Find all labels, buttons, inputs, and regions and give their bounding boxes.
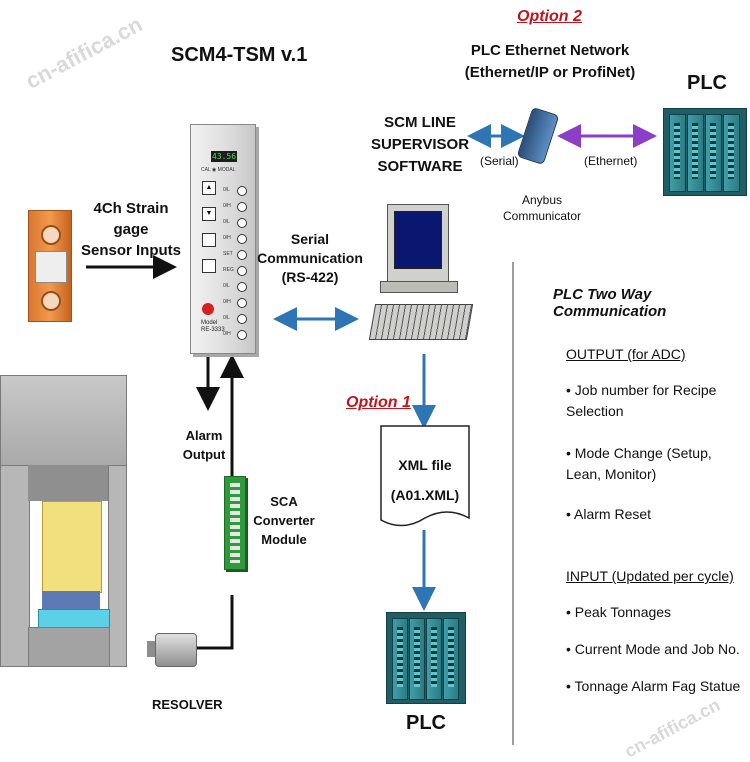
alarm-output-label: Alarm Output — [182, 428, 226, 462]
resolver — [147, 633, 197, 667]
serial-label: (Serial) — [480, 154, 519, 168]
xml-file-label: XML file (A01.XML) — [390, 457, 460, 503]
device-led-row: 0/L — [223, 215, 253, 231]
ethernet-label: (Ethernet) — [584, 154, 638, 168]
monitor-screen — [394, 211, 442, 269]
device-led-row: REG — [223, 263, 253, 279]
plc-module — [705, 114, 722, 192]
anybus-label: Anybus Communicator — [502, 193, 582, 223]
device-led-label: 0/L — [223, 315, 230, 321]
device-led-label: 0/H — [223, 331, 231, 337]
device-led-label: REG — [223, 267, 234, 273]
device-logo — [202, 303, 214, 315]
output-item: • Job number for Recipe Selection — [566, 382, 717, 419]
device-led-row: 0/H — [223, 199, 253, 215]
device-led-label: 0/H — [223, 203, 231, 209]
device-model-label: Model — [201, 320, 218, 326]
device-down-button[interactable]: ▼ — [202, 207, 216, 221]
plc-top-label: PLC — [687, 72, 727, 94]
device-led-icon — [237, 202, 247, 212]
device-model-number: RE-3333 — [201, 327, 225, 333]
plc-module — [723, 114, 740, 192]
device-led-icon — [237, 234, 247, 244]
serial-communication-label: Serial Communication (RS-422) — [257, 231, 363, 285]
device-title: SCM4-TSM v.1 — [171, 44, 308, 66]
monitor — [387, 204, 449, 282]
plc-module — [409, 618, 425, 700]
output-item: • Alarm Reset — [566, 506, 652, 522]
output-heading: OUTPUT (for ADC) — [566, 346, 686, 362]
output-item: • Mode Change (Setup, Lean, Monitor) — [566, 445, 712, 482]
device-sel-button[interactable] — [202, 233, 216, 247]
device-led-icon — [237, 314, 247, 324]
device-led-row: 0/H — [223, 231, 253, 247]
device-led-row: 0/L — [223, 311, 253, 327]
device-led-label: SET — [223, 251, 233, 257]
plc-comm-title: PLC Two Way Communication — [553, 286, 667, 320]
plc-module — [443, 618, 459, 700]
strain-gage-sensor — [28, 210, 72, 322]
device-led-icon — [237, 298, 247, 308]
plc-module — [426, 618, 442, 700]
plc-module — [687, 114, 704, 192]
input-heading: INPUT (Updated per cycle) — [566, 568, 734, 584]
resolver-cable — [195, 595, 234, 650]
device-display: 43.56 — [211, 151, 237, 162]
device-led-icon — [237, 186, 247, 196]
device-legend: CAL ◉ MODAL — [201, 167, 236, 173]
device-led-label: 0/L — [223, 219, 230, 225]
input-item: • Tonnage Alarm Fag Statue — [566, 678, 741, 694]
plc-module — [392, 618, 408, 700]
device-up-button[interactable]: ▲ — [202, 181, 216, 195]
keyboard — [368, 304, 474, 340]
plc-bottom — [386, 612, 466, 704]
press-machine — [0, 375, 127, 667]
device-led-row: 0/L — [223, 279, 253, 295]
device-led-icon — [237, 282, 247, 292]
plc-top — [663, 108, 747, 196]
device-led-column: 0/L 0/H 0/L 0/H SET REG 0/L 0/H 0/L 0/H — [223, 183, 253, 343]
converter-label: SCA Converter Module — [253, 494, 315, 547]
device-led-label: 0/H — [223, 299, 231, 305]
device-led-icon — [237, 266, 247, 276]
software-label: SCM LINE SUPERVISOR SOFTWARE — [370, 114, 470, 175]
sensor-inputs-label: 4Ch Strain gage Sensor Inputs — [80, 200, 181, 259]
device-led-row: 0/L — [223, 183, 253, 199]
device-ent-button[interactable] — [202, 259, 216, 273]
plc-bottom-label: PLC — [406, 712, 446, 734]
device-led-row: 0/H — [223, 327, 253, 343]
input-item: • Peak Tonnages — [566, 604, 672, 620]
resolver-label: RESOLVER — [152, 697, 223, 712]
device-led-icon — [237, 218, 247, 228]
sca-converter-module — [224, 476, 246, 570]
device-led-icon — [237, 330, 247, 340]
device-led-row: 0/H — [223, 295, 253, 311]
input-item: • Current Mode and Job No. — [566, 641, 740, 657]
computer — [368, 204, 474, 344]
option-2-label: Option 2 — [517, 8, 582, 25]
device-led-label: 0/L — [223, 283, 230, 289]
device-led-label: 0/L — [223, 187, 230, 193]
device-led-row: SET — [223, 247, 253, 263]
network-label: PLC Ethernet Network (Ethernet/IP or Pro… — [464, 42, 636, 81]
device-led-icon — [237, 250, 247, 260]
option-1-label: Option 1 — [346, 394, 411, 411]
plc-module — [669, 114, 686, 192]
device-led-label: 0/H — [223, 235, 231, 241]
